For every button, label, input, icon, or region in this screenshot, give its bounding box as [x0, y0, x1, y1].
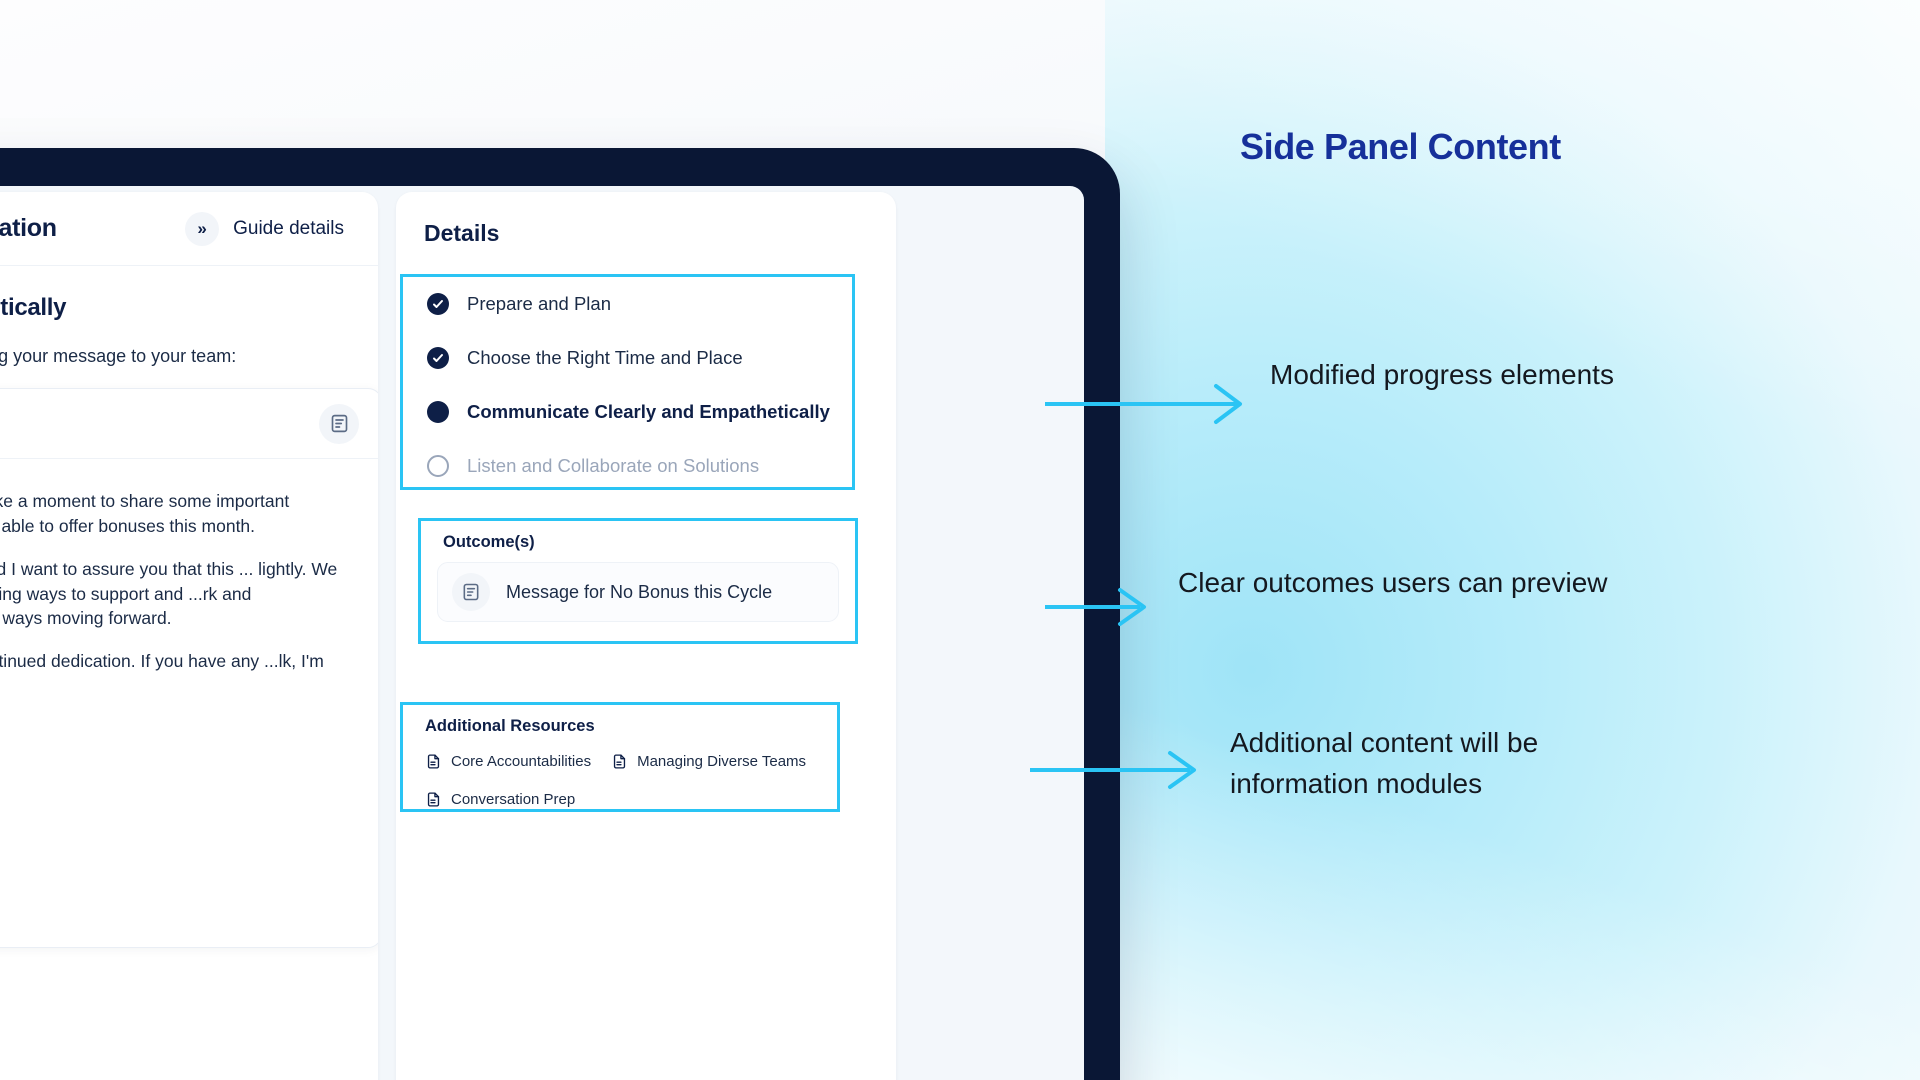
annotation-heading: Side Panel Content [1240, 126, 1561, 167]
file-text-icon [427, 753, 440, 769]
guide-details-label: Guide details [233, 217, 344, 239]
check-circle-icon [427, 347, 449, 369]
message-paragraph: ...well. I wanted to take a moment to sh… [0, 491, 290, 536]
progress-step-item[interactable]: Listen and Collaborate on Solutions [403, 439, 852, 493]
message-paragraph: ...e disappointing, and I want to assure… [0, 558, 338, 629]
additional-resources-list: Core Accountabilities Managing Diverse T… [403, 736, 837, 814]
guide-main-card: ...fficult Conversation » Guide details … [0, 192, 378, 1080]
empty-circle-icon [427, 455, 449, 477]
step-subtitle: ...n use to start compiling your message… [0, 346, 237, 366]
guide-title: ...fficult Conversation [0, 214, 57, 242]
progress-steps-group: Prepare and Plan Choose the Right Time a… [400, 274, 855, 490]
filled-circle-icon [427, 401, 449, 423]
device-screen: ...fficult Conversation » Guide details … [0, 186, 1084, 1080]
details-side-panel: Details Prepare and Plan Choose the Righ… [396, 192, 896, 1080]
progress-step-item-current[interactable]: Communicate Clearly and Empathetically [403, 385, 852, 439]
message-paragraph: ...erstanding and continued dedication. … [0, 651, 324, 672]
outcomes-label: Outcome(s) [443, 533, 535, 551]
progress-step-label: Listen and Collaborate on Solutions [467, 455, 760, 476]
outcome-item-label: Message for No Bonus this Cycle [506, 581, 773, 602]
resource-item[interactable]: Managing Diverse Teams [611, 746, 806, 776]
document-icon[interactable] [319, 403, 359, 444]
step-title: ...ly and Empathetically [0, 294, 67, 321]
message-card-header: ...nus this Cycle [0, 389, 378, 459]
progress-step-label: Communicate Clearly and Empathetically [467, 401, 830, 422]
message-body: ...well. I wanted to take a moment to sh… [0, 459, 378, 699]
guide-details-button[interactable]: » Guide details [185, 211, 344, 246]
outcome-item[interactable]: Message for No Bonus this Cycle [437, 562, 839, 622]
annotation-callout-resources: Additional content will be information m… [1230, 727, 1539, 799]
resource-item[interactable]: Conversation Prep [425, 784, 575, 814]
resource-item-label: Core Accountabilities [451, 752, 592, 770]
resource-item[interactable]: Core Accountabilities [425, 746, 591, 776]
progress-step-label: Choose the Right Time and Place [467, 347, 743, 368]
resource-item-label: Conversation Prep [451, 790, 576, 808]
file-text-icon [427, 791, 440, 807]
annotation-callout-outcomes: Clear outcomes users can preview [1178, 567, 1608, 598]
check-circle-icon [427, 293, 449, 315]
progress-step-item[interactable]: Prepare and Plan [403, 277, 852, 331]
progress-step-label: Prepare and Plan [467, 293, 611, 314]
details-panel-title: Details [424, 220, 500, 246]
additional-resources-group: Additional Resources Core Accountabiliti… [400, 702, 840, 812]
progress-step-item[interactable]: Choose the Right Time and Place [403, 331, 852, 385]
resource-item-label: Managing Diverse Teams [637, 752, 807, 770]
chevron-double-right-icon: » [185, 211, 220, 246]
annotation-callout-progress: Modified progress elements [1270, 359, 1614, 390]
document-icon [452, 573, 490, 611]
message-card: ...nus this Cycle ...well. I wanted to t… [0, 388, 378, 948]
outcomes-group: Outcome(s) Message for No Bonus this Cyc… [418, 518, 858, 644]
annotation-panel-background [1105, 0, 1920, 1080]
file-text-icon [613, 753, 626, 769]
additional-resources-label: Additional Resources [425, 717, 595, 735]
guide-header: ...fficult Conversation » Guide details [0, 192, 378, 266]
